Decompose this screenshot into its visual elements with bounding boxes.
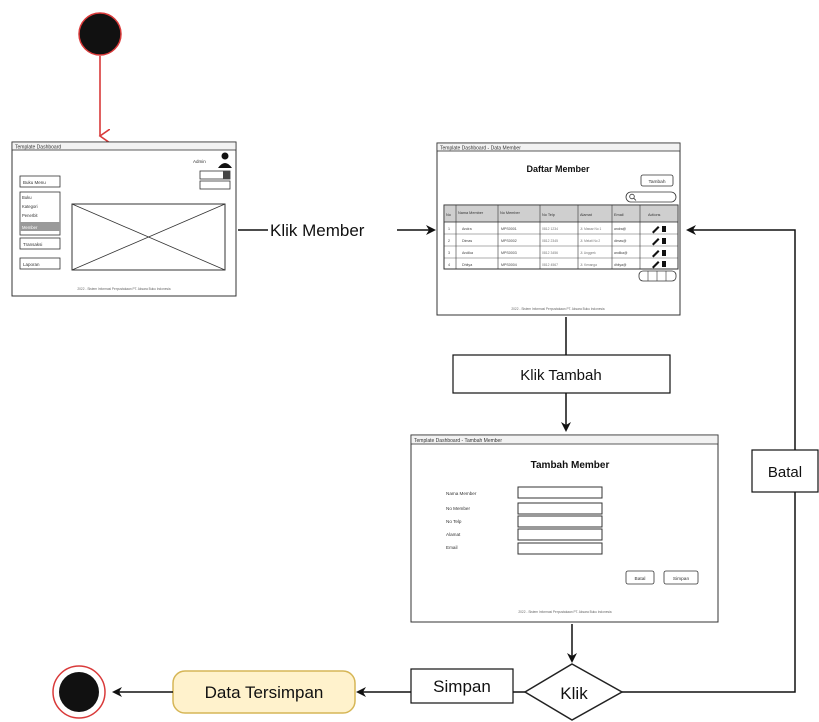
add-member-save-button: Simpan	[673, 576, 690, 582]
table-cell: andika@	[614, 251, 628, 255]
col-header-6: Actions	[648, 213, 661, 217]
table-cell: MPS0002	[501, 239, 517, 243]
user-icon	[218, 152, 232, 168]
image-placeholder	[71, 203, 226, 271]
edit-delete-icons	[652, 226, 666, 269]
field-input	[517, 515, 603, 528]
field-input	[517, 486, 603, 499]
member-list-mockup: Template Dashboard - Data Member Daftar …	[436, 142, 681, 316]
table-cell: Jl. Melati No 2	[580, 239, 600, 243]
menu-item-0: Buku Menu	[23, 180, 46, 185]
table-cell: Dhitya	[462, 263, 472, 267]
member-list-window-title: Template Dashboard - Data Member	[440, 146, 521, 152]
field-label: No Telp	[446, 519, 462, 524]
table-cell: MPS0004	[501, 263, 517, 267]
add-member-footer: 2022 - Sistem Informasi Perpustakaan PT.…	[518, 610, 611, 614]
menu-item-1: Buku	[22, 195, 32, 200]
col-header-4: Alamat	[580, 213, 593, 217]
menu-item-3: Penerbit	[22, 213, 38, 218]
table-cell: MPS0001	[501, 227, 517, 231]
edge-label-box-batal	[751, 449, 819, 493]
edge-label-box-klik-tambah	[452, 354, 671, 394]
edge-label-simpan: Simpan	[433, 677, 491, 696]
add-member-cancel-button: Batal	[635, 576, 646, 582]
pagination	[638, 270, 677, 282]
table-cell: Jl. Anggrek	[580, 251, 596, 255]
field-input	[517, 528, 603, 541]
col-header-3: No Telp	[542, 213, 555, 217]
table-cell: 2	[448, 239, 450, 243]
col-header-0: No	[446, 213, 451, 217]
member-table: No Nama Member No Member No Telp Alamat …	[443, 204, 679, 270]
decision-label: Klik	[560, 684, 588, 703]
table-cell: Jl. Kenanga	[580, 263, 597, 267]
edge-label-batal: Batal	[768, 464, 802, 481]
table-cell: andra@	[614, 227, 627, 231]
menu-item-6: Laporan	[23, 262, 40, 267]
add-member-mockup: Template Dashboard - Tambah Member Tamba…	[410, 434, 719, 623]
table-cell: 0812 3456	[542, 251, 558, 255]
col-header-1: Nama Member	[458, 211, 484, 215]
add-member-window-title: Template Dashboard - Tambah Member	[414, 438, 502, 444]
table-cell: 4	[448, 263, 450, 267]
field-label: Nama Member	[446, 491, 477, 496]
table-cell: 0812 4567	[542, 263, 558, 267]
member-list-heading: Daftar Member	[526, 164, 590, 174]
final-node	[52, 665, 106, 719]
table-cell: Jl. Mawar No 1	[580, 227, 601, 231]
field-input	[517, 542, 603, 555]
dashboard-user-label: Admin	[193, 159, 206, 164]
table-cell: 3	[448, 251, 450, 255]
decision-node	[523, 663, 624, 721]
field-input	[517, 502, 603, 515]
col-header-5: Email	[614, 213, 624, 217]
col-header-2: No Member	[500, 211, 521, 215]
table-cell: Andra	[462, 227, 472, 231]
menu-item-4: Member	[22, 225, 38, 230]
add-member-heading: Tambah Member	[531, 460, 610, 471]
table-cell: dimas@	[614, 239, 627, 243]
table-cell: MPS0003	[501, 251, 517, 255]
menu-item-5: Transaksi	[23, 242, 42, 247]
edge-label-klik-tambah: Klik Tambah	[520, 367, 601, 384]
dashboard-mockup: Template Dashboard Admin Buku Menu Buku …	[11, 141, 237, 297]
member-list-footer: 2022 - Sistem Informasi Perpustakaan PT.…	[511, 307, 604, 311]
field-label: Email	[446, 545, 458, 550]
table-cell: dhitya@	[614, 263, 627, 267]
table-cell: 0812 2345	[542, 239, 558, 243]
search-icon	[629, 193, 637, 201]
member-list-add-button: Tambah	[648, 179, 665, 185]
field-label: Alamat	[446, 532, 461, 537]
dashboard-window-title: Template Dashboard	[15, 145, 61, 151]
field-label: No Member	[446, 506, 470, 511]
dashboard-footer: 2022 - Sistem Informasi Perpustakaan PT.…	[77, 287, 170, 291]
edge-label-box-simpan	[410, 668, 514, 704]
state-label: Data Tersimpan	[205, 683, 324, 702]
menu-item-2: Kategori	[22, 204, 38, 209]
table-cell: 1	[448, 227, 450, 231]
table-cell: Dimas	[462, 239, 472, 243]
table-cell: Andika	[462, 251, 473, 255]
start-node	[78, 12, 122, 56]
table-cell: 0812 1234	[542, 227, 558, 231]
edge-label-klik-member: Klik Member	[270, 221, 365, 240]
